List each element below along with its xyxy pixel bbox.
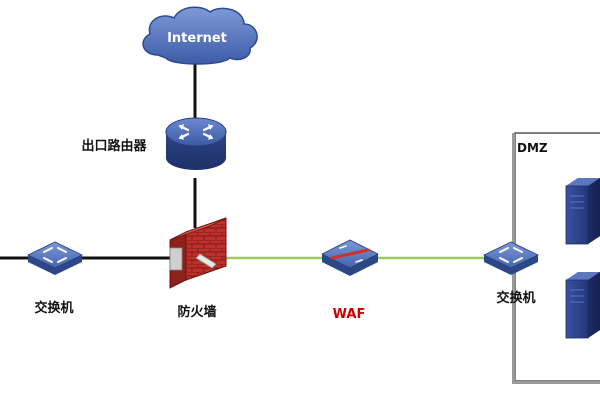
dmz-label: DMZ (517, 141, 548, 155)
firewall-icon (169, 217, 227, 289)
router-label: 出口路由器 (81, 138, 147, 154)
server-icon (565, 178, 600, 245)
waf-label: WAF (333, 307, 366, 322)
server-icon (565, 272, 600, 339)
waf-icon (321, 239, 379, 276)
router-icon (165, 117, 227, 170)
switch-dmz-label: 交换机 (496, 290, 535, 306)
switch-dmz-icon (483, 241, 539, 275)
internet-cloud-icon (142, 6, 258, 65)
switch-left-label: 交换机 (34, 300, 73, 316)
firewall-label: 防火墙 (177, 304, 216, 320)
internet-label: Internet (167, 31, 227, 46)
switch-left-icon (27, 241, 83, 275)
